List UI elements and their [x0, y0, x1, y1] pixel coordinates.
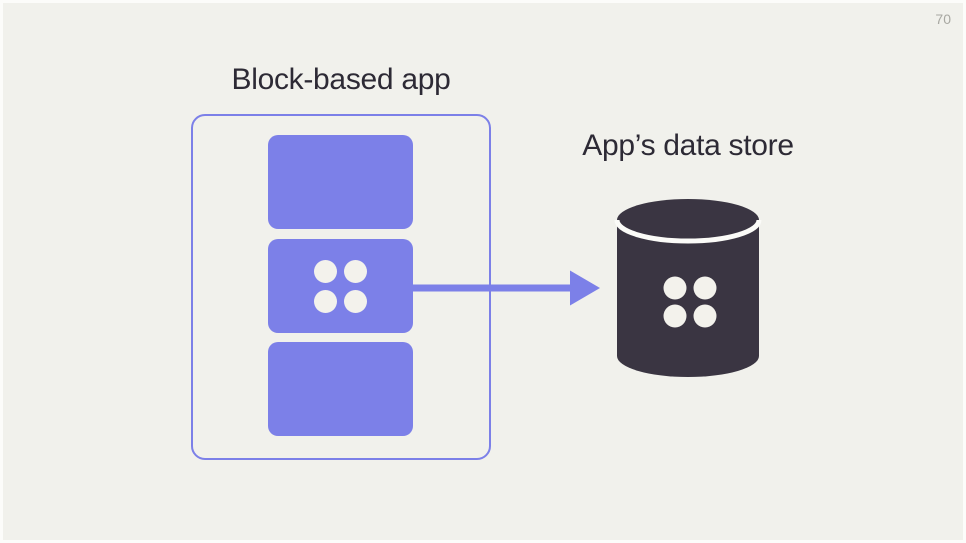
dot [344, 289, 367, 313]
app-block-middle [268, 239, 413, 333]
data-dots-grid [663, 276, 717, 328]
database-cylinder-icon [614, 199, 762, 377]
dot [314, 259, 337, 283]
dot [344, 259, 367, 283]
right-arrow-icon [413, 270, 600, 306]
dot [314, 289, 337, 313]
app-block-bottom [268, 342, 413, 436]
app-outline [191, 114, 491, 460]
data-dots-grid [268, 239, 413, 333]
page-number: 70 [935, 11, 951, 27]
datastore-title: App’s data store [582, 129, 794, 162]
app-block-top [268, 135, 413, 229]
app-title: Block-based app [231, 63, 451, 96]
